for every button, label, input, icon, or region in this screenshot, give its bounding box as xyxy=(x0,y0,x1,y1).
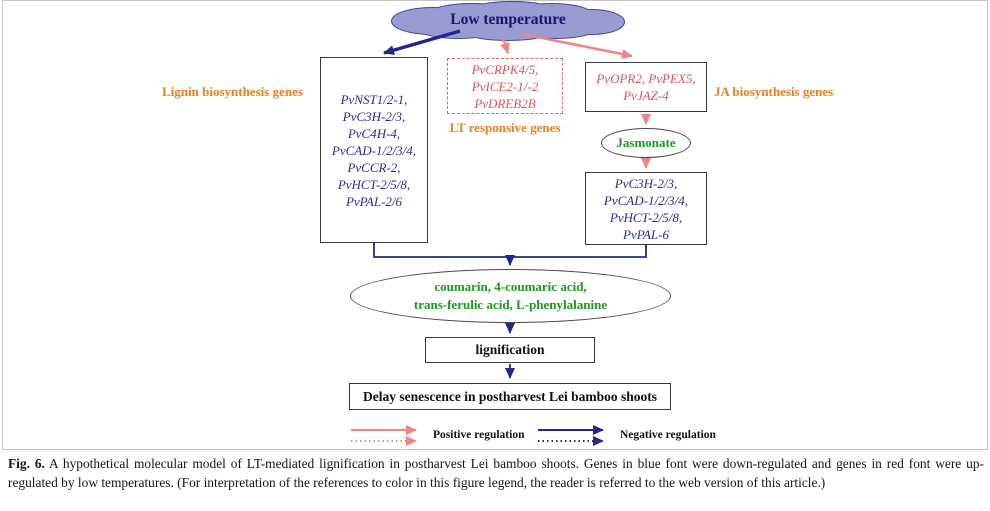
gene-name: PvPAL-6 xyxy=(623,226,669,242)
gene-name: PvJAZ-4 xyxy=(623,88,669,103)
figure-frame xyxy=(2,0,988,450)
lignification-label: lignification xyxy=(475,342,545,357)
gene-name: PvCCR-2, xyxy=(347,159,401,175)
box-downstream-genes: PvC3H-2/3, PvCAD-1/2/3/4, PvHCT-2/5/8, P… xyxy=(585,172,707,245)
gene-name: PvICE2-1/-2 xyxy=(471,78,539,94)
caption-fig-label: Fig. 6. xyxy=(8,456,45,471)
gene-name: PvCAD-1/2/3/4, xyxy=(331,142,417,158)
box-outcome: Delay senescence in postharvest Lei bamb… xyxy=(349,383,671,410)
cloud-shape xyxy=(391,1,625,41)
box-lignin-biosynthesis-genes: PvNST1/2-1, PvC3H-2/3, PvC4H-4, PvCAD-1/… xyxy=(320,57,428,243)
gene-name: PvCAD-1/2/3/4, xyxy=(603,192,689,208)
arrow-cloud-to-lignin-genes xyxy=(383,29,461,56)
figure-caption: Fig. 6. A hypothetical molecular model o… xyxy=(8,455,984,492)
gene-name: PvNST1/2-1, xyxy=(340,91,408,107)
box-lt-responsive-genes: PvCRPK4/5, PvICE2-1/-2 PvDREB2B xyxy=(447,58,563,114)
ellipse-metabolites: coumarin, 4-coumaric acid, trans-ferulic… xyxy=(350,269,671,323)
legend-label-positive-regulation: Positive regulation xyxy=(433,429,525,441)
metabolite-line: coumarin, 4-coumaric acid, xyxy=(434,279,587,294)
gene-name: PvC4H-4, xyxy=(347,125,401,141)
label-lignin-biosynthesis-genes: Lignin biosynthesis genes xyxy=(162,84,303,99)
gene-name: PvHCT-2/5/8, xyxy=(337,176,411,192)
box-lignification: lignification xyxy=(425,337,595,363)
gene-name: PvPAL-2/6 xyxy=(345,193,403,209)
box-ja-biosynthesis-genes: PvOPR2, PvPEX5, PvJAZ-4 xyxy=(585,62,707,112)
caption-body: A hypothetical molecular model of LT-med… xyxy=(8,456,984,490)
metabolite-line: trans-ferulic acid, L-phenylalanine xyxy=(413,297,608,312)
legend-label-negative-regulation: Negative regulation xyxy=(620,429,716,441)
label-ja-biosynthesis-genes: JA biosynthesis genes xyxy=(714,84,834,99)
gene-name: PvHCT-2/5/8, xyxy=(609,209,683,225)
ellipse-jasmonate: Jasmonate xyxy=(601,128,691,158)
gene-name: PvCRPK4/5, xyxy=(471,61,539,77)
arrow-cloud-to-lt-genes xyxy=(500,37,510,54)
gene-name: PvDREB2B xyxy=(474,95,536,111)
cloud-low-temperature-label: Low temperature xyxy=(450,11,566,28)
arrow-cloud-to-ja-genes xyxy=(521,32,633,59)
gene-name: PvC3H-2/3, xyxy=(342,108,406,124)
jasmonate-label: Jasmonate xyxy=(616,135,676,150)
gene-name: PvC3H-2/3, xyxy=(614,175,678,191)
label-lt-responsive-genes: LT responsive genes xyxy=(449,120,561,135)
gene-name: PvOPR2, PvPEX5, xyxy=(596,71,696,86)
connector-genes-to-metabolites xyxy=(373,243,647,258)
outcome-label: Delay senescence in postharvest Lei bamb… xyxy=(363,388,657,404)
